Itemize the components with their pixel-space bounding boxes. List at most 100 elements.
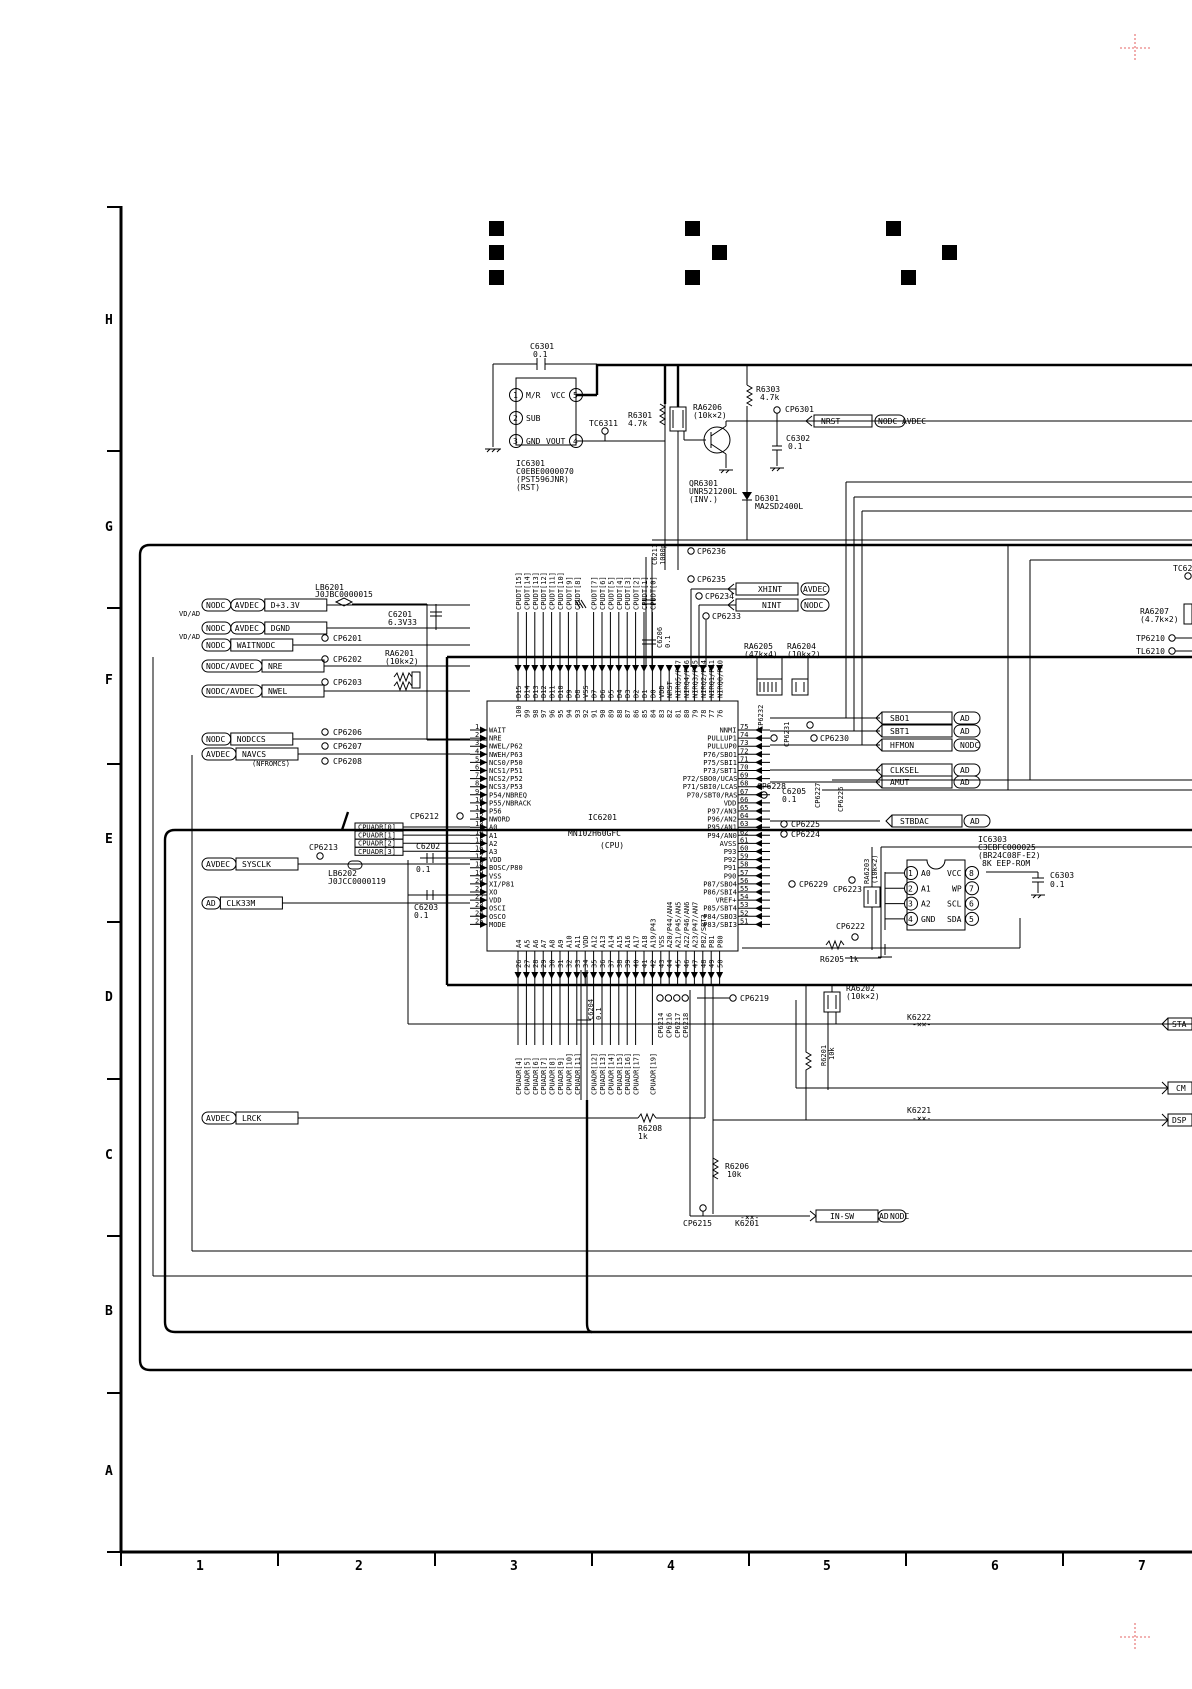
xhint-tag: AVDEC [803, 585, 827, 594]
zone-row-C: C [105, 1148, 113, 1163]
net-tag: AVDEC [206, 750, 230, 759]
zone-col-1: 1 [196, 1559, 204, 1574]
cpu-pin-number: 80 [683, 710, 691, 718]
d6301-label: D6301 [755, 494, 779, 503]
ra6205-value: (47k×4) [744, 650, 778, 659]
cpu-pin-arrow [755, 783, 762, 791]
cpu-pin-name: NIRQ1/PA1 [708, 660, 716, 698]
cpu-pin-arrow [480, 750, 487, 758]
cpu-pin-name: WAIT [489, 727, 507, 735]
cpu-pin-name: NCS2/P52 [489, 775, 523, 783]
cpu-pin-number: 72 [740, 747, 748, 755]
ra6201-label: RA6201 [385, 649, 414, 658]
cpudt-bus-label: CPUDT[12] [540, 572, 548, 610]
cpu-pin-arrow [623, 972, 631, 979]
ic6303-pin-number: 3 [908, 900, 913, 909]
net-tag: AVDEC [235, 601, 259, 610]
cpu-ref: IC6201 [588, 813, 617, 822]
cpu-pin-number: 83 [658, 710, 666, 718]
cpu-pin-arrow [480, 823, 487, 831]
cpu-pin-name: P71/SBI0/LCAS [683, 783, 738, 791]
net-tag: AVDEC [206, 1114, 230, 1123]
nrst-tag-avdec: AVDEC [902, 417, 926, 426]
ic6303-pin-number: 2 [908, 884, 913, 893]
cpu-pin-number: 71 [740, 755, 748, 763]
cpu-pin-name: NIRQ4/P66 [683, 660, 691, 698]
cp-circle [664, 994, 673, 1002]
cpu-pin-number: 87 [624, 710, 632, 718]
cp6227-label: CP6227 [814, 783, 822, 808]
zone-frame [119, 206, 1192, 1554]
cp6235-label: CP6235 [697, 575, 726, 584]
c6201-value: 6.3V33 [388, 618, 417, 627]
cpu-pin-arrow [674, 665, 682, 672]
c6303-value: 0.1 [1050, 880, 1065, 889]
lb6202-part: J0JCC0000119 [328, 877, 386, 886]
net-label-d33v: D+3.3V [271, 601, 300, 610]
cpu-pin-number: 74 [740, 731, 748, 739]
cpu-pin-arrow [690, 972, 698, 979]
cpu-pin-arrow [480, 807, 487, 815]
cp6203-label: CP6203 [333, 678, 362, 687]
cpu-pin-arrow [480, 734, 487, 742]
ic6303-pin-number: 8 [969, 869, 974, 878]
nrst-tag-nodc: NODC [878, 417, 897, 426]
cp6219-label: CP6219 [740, 994, 769, 1003]
cpu-pin-arrow [657, 665, 665, 672]
cpu-pin-name: NNMI [720, 727, 737, 735]
cpu-pin-name: D10 [557, 685, 565, 698]
xhint-net: XHINT [758, 585, 782, 594]
cp-label: CP6217 [674, 1013, 682, 1038]
c6203-value: 0.1 [414, 911, 429, 920]
cp-label: CP6214 [657, 1013, 665, 1038]
net-label-sbo1: SBO1 [890, 714, 909, 723]
cpudt-bus-label: CPUDT[9] [565, 576, 573, 610]
ic6301-pin-name: VCC [551, 391, 566, 400]
cpu-pin-arrow [707, 972, 715, 979]
cpu-pin-name: A15 [616, 935, 624, 948]
cp6206-label: CP6206 [333, 728, 362, 737]
ic6303-pin-number: 7 [969, 884, 974, 893]
c6201-label: C6201 [388, 610, 412, 619]
cpu-pin-number: 84 [649, 710, 657, 718]
cp-label: CP6218 [682, 1013, 690, 1038]
cpu-pin-name: D13 [532, 685, 540, 698]
net-tag: AD [206, 899, 216, 908]
cpu-pin-name: D9 [565, 690, 573, 698]
cpu-pin-name: VREF+ [716, 897, 737, 905]
cp6215-label: CP6215 [683, 1219, 712, 1228]
net-label-clksel: CLKSEL [890, 766, 919, 775]
d6301-part: MA2SD2400L [755, 502, 803, 511]
cpu-pin-name: VSS [489, 872, 502, 880]
cpu-pin-name: NRE [489, 735, 502, 743]
net-tag: NODC [206, 624, 225, 633]
cpu-pin-name: P87/SBO4 [703, 880, 737, 888]
ic6303-pin-name: A2 [921, 900, 931, 909]
cpudt-bus-label: CPUDT[6] [599, 576, 607, 610]
cpu-pin-arrow [539, 665, 547, 672]
cpuadr-bus-label: CPUADR[6] [532, 1057, 540, 1095]
ic6301-pin-1 [509, 388, 523, 402]
ic6301-func: (RST) [516, 483, 540, 492]
cp6236-label: CP6236 [697, 547, 726, 556]
cpuadr-bus-label: CPUADR[7] [540, 1057, 548, 1095]
cp6223-label: CP6223 [833, 885, 862, 894]
cpuadr-bus-label: CPUADR[12] [591, 1053, 599, 1095]
c6203-label: C6203 [414, 903, 438, 912]
ic6301-pin-2 [509, 411, 523, 425]
cpu-pin-arrow [581, 665, 589, 672]
cpu-pin-number: 15 [475, 836, 483, 844]
cpu-pin-name: A14 [607, 935, 615, 948]
cpu-pin-name: VDD [724, 799, 737, 807]
cpu-pin-arrow [573, 665, 581, 672]
ic6301-part2: (PST596JNR) [516, 475, 569, 484]
cpu-pin-number: 19 [475, 869, 483, 877]
zone-col-4: 4 [667, 1559, 675, 1574]
tp6210-label: TP6210 [1136, 634, 1165, 643]
cpu-pin-name: D1 [641, 690, 649, 698]
cpu-pin-name: A5 [523, 940, 531, 948]
cpu-pin-arrow [590, 972, 598, 979]
cpudt-bus-label: CPUDT[15] [515, 572, 523, 610]
cpu-pin-name: D12 [540, 685, 548, 698]
